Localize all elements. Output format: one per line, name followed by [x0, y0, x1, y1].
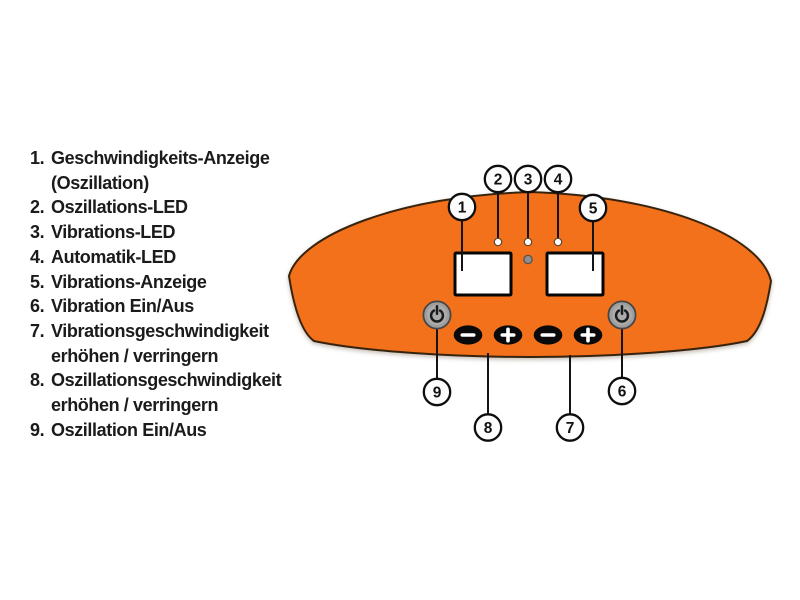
legend-item-1-cont: (Oszillation)	[30, 171, 300, 196]
callout-circle-9	[422, 377, 452, 407]
legend-item-text: Vibration Ein/Aus	[51, 296, 194, 317]
vibration-minus-button	[533, 325, 563, 345]
legend-item-9: 9. Oszillation Ein/Aus	[30, 418, 300, 443]
oscillation-plus-button	[493, 325, 523, 345]
legend-item-text: Automatik-LED	[51, 246, 176, 267]
callout-label-7: 7	[566, 420, 575, 437]
legend-item-text: Oszillationsgeschwindigkeit	[51, 370, 282, 391]
callout-circle-5	[578, 193, 608, 223]
legend-item-text: Oszillation Ein/Aus	[51, 419, 207, 440]
legend-item-text: Oszillations-LED	[51, 197, 188, 218]
automatik-led	[553, 237, 563, 247]
callout-circle-8	[473, 413, 503, 442]
plus-icon	[500, 327, 516, 343]
device-panel-body	[288, 191, 772, 358]
legend-item-2: 2. Oszillations-LED	[30, 195, 300, 220]
legend-item-number: 4.	[30, 246, 45, 267]
callout-circle-1	[447, 192, 477, 222]
legend-item-7: 7. Vibrationsgeschwindigkeit	[30, 319, 300, 344]
legend-item-text: erhöhen / verringern	[51, 395, 219, 416]
callout-circle-3	[513, 164, 543, 194]
callout-circle-2	[483, 164, 513, 194]
legend-item-number: 2.	[30, 197, 45, 218]
callout-label-6: 6	[618, 383, 627, 400]
plus-icon	[580, 327, 596, 343]
callout-label-5: 5	[589, 200, 598, 217]
oscillation-speed-display	[453, 251, 513, 297]
unlabeled-center-led	[523, 254, 533, 265]
legend-item-number: 8.	[30, 370, 45, 391]
legend-item-text: Vibrations-LED	[51, 222, 176, 243]
legend-item-4: 4. Automatik-LED	[30, 245, 300, 270]
legend-item-6: 6. Vibration Ein/Aus	[30, 294, 300, 319]
legend-item-text: Vibrationsgeschwindigkeit	[51, 320, 269, 341]
oscillation-led	[493, 237, 503, 247]
legend-item-7-cont: erhöhen / verringern	[30, 344, 300, 369]
callout-circle-6	[607, 376, 637, 406]
legend-item-number: 7.	[30, 320, 45, 341]
power-icon	[614, 305, 630, 323]
callout-label-3: 3	[524, 171, 533, 188]
legend-item-1: 1. Geschwindigkeits-Anzeige	[30, 146, 300, 171]
legend-item-text: Geschwindigkeits-Anzeige	[51, 148, 270, 168]
legend-item-5: 5. Vibrations-Anzeige	[30, 270, 300, 295]
vibration-led	[523, 237, 533, 247]
legend-item-3: 3. Vibrations-LED	[30, 220, 300, 245]
oscillation-power-button	[422, 300, 452, 330]
legend-item-number: 3.	[30, 222, 45, 243]
power-icon	[429, 305, 445, 323]
legend-item-8: 8. Oszillationsgeschwindigkeit	[30, 368, 300, 393]
callout-label-1: 1	[458, 199, 467, 216]
vibration-plus-button	[573, 325, 603, 345]
legend-list: 1. Geschwindigkeits-Anzeige (Oszillation)…	[30, 146, 300, 442]
callout-label-8: 8	[484, 420, 493, 437]
callout-circle-7	[555, 413, 585, 442]
legend-item-number: 5.	[30, 271, 45, 292]
legend-item-text: erhöhen / verringern	[51, 345, 219, 366]
vibration-power-button	[607, 300, 637, 330]
vibration-speed-display	[545, 251, 605, 297]
callout-label-9: 9	[433, 384, 442, 401]
oscillation-minus-button	[453, 325, 483, 345]
legend-item-text: Vibrations-Anzeige	[51, 271, 207, 292]
legend-item-8-cont: erhöhen / verringern	[30, 393, 300, 418]
legend-item-text: (Oszillation)	[51, 172, 149, 193]
legend-item-number: 6.	[30, 296, 45, 317]
callout-label-2: 2	[494, 171, 503, 188]
callout-circle-4	[543, 164, 573, 194]
legend-item-number: 9.	[30, 419, 45, 440]
legend-item-number: 1.	[30, 148, 45, 168]
callout-label-4: 4	[554, 171, 563, 188]
